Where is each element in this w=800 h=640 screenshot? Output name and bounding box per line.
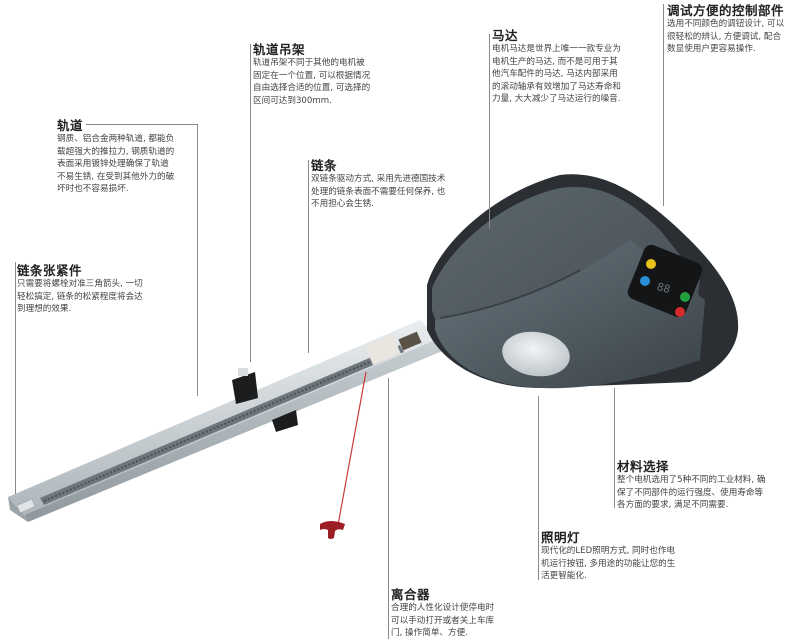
callout-track-hanger: 轨道吊架 轨道吊架不同于其他的电机被 固定在一个位置, 可以根据情况 自由选择合… [253,42,370,107]
leader-motor [489,34,490,229]
callout-chain: 链条 双链条驱动方式, 采用先进德国技术 处理的链条表面不需要任何保养, 也 不… [311,158,445,211]
callout-text: 钢质、铝合金两种轨道, 都能负 载超强大的推拉力, 钢质轨道的 表面采用镀锌处理… [57,134,175,195]
callout-text: 整个电机选用了5种不同的工业材料, 确 保了不同部件的运行强度、使用寿命等 各方… [617,475,766,511]
leader-chain-tensioner [15,262,16,494]
callout-title: 马达 [492,28,519,43]
callout-chain-tensioner: 链条张紧件 只需要将螺栓对准三角箭头, 一切 轻松搞定, 链条的松紧程度将会达 … [17,263,143,316]
track-hanger-bracket [232,368,298,432]
callout-clutch: 离合器 合理的人性化设计使停电时 可以手动打开或者关上车库 门, 操作简单、方便… [391,587,494,640]
manual-release-handle [320,371,367,539]
callout-material: 材料选择 整个电机选用了5种不同的工业材料, 确 保了不同部件的运行强度、使用寿… [617,459,765,512]
trolley [365,331,422,366]
leader-controls [663,4,664,206]
callout-text: 现代化的LED照明方式, 同时也作电 机运行按钮, 多用途的功能让您的生 活更智… [541,546,676,582]
callout-controls: 调试方便的控制部件 选用不同颜色的调钮设计, 可以 很轻松的辨认, 方便调试, … [667,3,784,56]
callout-text: 电机马达是世界上唯一一款专业为 电机生产的马达, 而不是可用于其 他汽车配件的马… [492,44,621,105]
callout-track: 轨道 钢质、铝合金两种轨道, 都能负 载超强大的推拉力, 钢质轨道的 表面采用镀… [57,118,174,196]
callout-text: 只需要将螺栓对准三角箭头, 一切 轻松搞定, 链条的松紧程度将会达 到理想的效果… [17,279,143,315]
control-panel: 88 [627,244,703,318]
rail [8,320,445,522]
leader-track-hanger [250,44,251,362]
callout-title: 轨道吊架 [253,42,306,57]
callout-title: 调试方便的控制部件 [667,3,785,18]
callout-lighting: 照明灯 现代化的LED照明方式, 同时也作电 机运行按钮, 多用途的功能让您的生… [541,530,675,583]
red-button [675,307,685,317]
leader-chain [308,160,309,353]
callout-text: 双链条驱动方式, 采用先进德国技术 处理的链条表面不需要任何保养, 也 不用担心… [311,174,446,210]
leader-track-h [86,124,198,125]
leader-track [197,124,198,396]
yellow-button [646,259,656,269]
callout-title: 链条 [311,158,338,173]
callout-title: 离合器 [391,587,431,602]
callout-motor: 马达 电机马达是世界上唯一一款专业为 电机生产的马达, 而不是可用于其 他汽车配… [492,28,621,106]
leader-clutch [388,378,389,639]
callout-title: 照明灯 [541,530,581,545]
callout-text: 合理的人性化设计使停电时 可以手动打开或者关上车库 门, 操作简单、方便. [391,603,495,639]
led-lamp-lens [502,331,570,377]
callout-title: 轨道 [57,118,84,133]
leader-lighting [538,396,539,580]
callout-title: 链条张紧件 [17,263,83,278]
callout-title: 材料选择 [617,459,670,474]
digital-display: 88 [655,280,671,296]
leader-material [614,388,615,508]
blue-button [640,276,650,286]
green-button [680,292,690,302]
callout-text: 选用不同颜色的调钮设计, 可以 很轻松的辨认, 方便调试, 配合 数显使用户更容… [667,19,785,55]
callout-text: 轨道吊架不同于其他的电机被 固定在一个位置, 可以根据情况 自由选择合适的位置,… [253,58,371,106]
